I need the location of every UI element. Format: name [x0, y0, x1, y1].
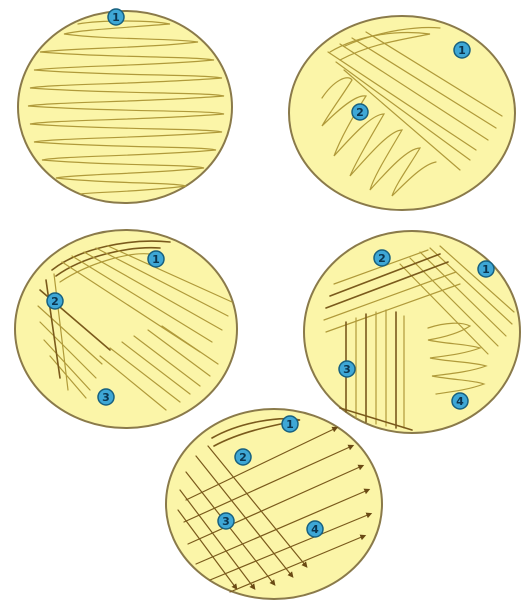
step-label-badge: 1 — [282, 416, 298, 432]
step-label-badge: 3 — [339, 361, 355, 377]
step-label-badge: 4 — [307, 521, 323, 537]
svg-text:2: 2 — [378, 252, 386, 265]
step-label-badge: 3 — [218, 513, 234, 529]
step-label-badge: 2 — [352, 104, 368, 120]
step-label-badge: 3 — [98, 389, 114, 405]
step-label-badge: 1 — [108, 9, 124, 25]
plate-three-sectors: 1 2 3 — [15, 230, 237, 428]
svg-text:2: 2 — [239, 451, 247, 464]
step-label-badge: 2 — [47, 293, 63, 309]
plate-single-zigzag: 1 — [18, 9, 232, 203]
svg-text:3: 3 — [343, 363, 351, 376]
svg-text:4: 4 — [456, 395, 464, 408]
step-label-badge: 2 — [235, 449, 251, 465]
step-label-badge: 2 — [374, 250, 390, 266]
petri-dish — [15, 230, 237, 428]
svg-text:3: 3 — [102, 391, 110, 404]
plate-cross-streak: 1 2 3 4 — [166, 409, 382, 599]
step-label-badge: 4 — [452, 393, 468, 409]
step-label-badge: 1 — [478, 261, 494, 277]
svg-text:1: 1 — [152, 253, 160, 266]
svg-text:2: 2 — [356, 106, 364, 119]
svg-text:1: 1 — [458, 44, 466, 57]
plate-two-sectors: 1 2 — [289, 16, 515, 210]
svg-text:3: 3 — [222, 515, 230, 528]
step-label-badge: 1 — [454, 42, 470, 58]
petri-dish — [166, 409, 382, 599]
petri-dish — [289, 16, 515, 210]
plate-four-sectors: 2 1 3 4 — [304, 231, 520, 433]
svg-text:1: 1 — [286, 418, 294, 431]
svg-text:1: 1 — [482, 263, 490, 276]
svg-text:4: 4 — [311, 523, 319, 536]
step-label-badge: 1 — [148, 251, 164, 267]
svg-text:2: 2 — [51, 295, 59, 308]
svg-text:1: 1 — [112, 11, 120, 24]
